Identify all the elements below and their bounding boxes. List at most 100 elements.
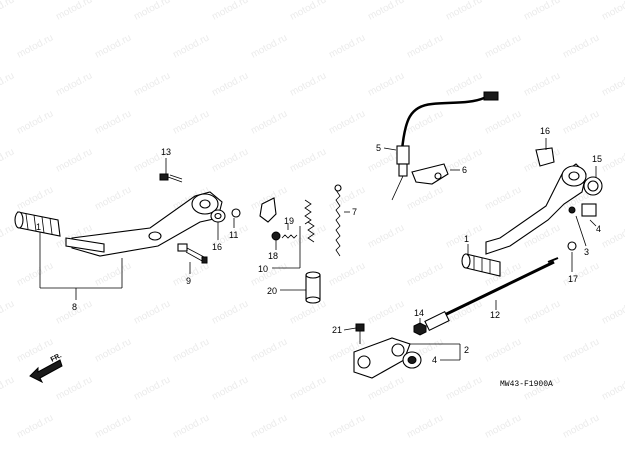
watermark-text: motod.ru — [0, 298, 16, 326]
watermark-text: motod.ru — [132, 374, 172, 402]
watermark-text: motod.ru — [405, 32, 445, 60]
watermark-text: motod.ru — [288, 374, 328, 402]
watermark-text: motod.ru — [171, 32, 211, 60]
collar-20 — [305, 271, 321, 304]
watermark-text: motod.ru — [93, 336, 133, 364]
watermark-text: motod.ru — [327, 412, 367, 440]
watermark-text: motod.ru — [249, 32, 289, 60]
watermark-text: motod.ru — [93, 32, 133, 60]
arrow-left-icon — [29, 359, 63, 384]
callout-13: 13 — [161, 147, 171, 157]
watermark-text: motod.ru — [483, 108, 523, 136]
watermark-text: motod.ru — [93, 184, 133, 212]
watermark-text: motod.ru — [54, 70, 94, 98]
watermark-text: motod.ru — [522, 298, 562, 326]
watermark-text: motod.ru — [15, 32, 55, 60]
watermark-text: motod.ru — [171, 260, 211, 288]
watermark-text: motod.ru — [171, 412, 211, 440]
watermark-text: motod.ru — [0, 374, 16, 402]
watermark-text: motod.ru — [405, 184, 445, 212]
callout-1: 1 — [36, 222, 41, 232]
watermark-text: motod.ru — [327, 32, 367, 60]
pivot-bolt-9 — [177, 243, 208, 264]
watermark-text: motod.ru — [171, 108, 211, 136]
callout-18: 18 — [268, 251, 278, 261]
brake-switch-assembly — [391, 91, 499, 201]
watermark-text: motod.ru — [0, 222, 16, 250]
rod-joint-2 — [353, 337, 411, 379]
watermark-text: motod.ru — [327, 184, 367, 212]
watermark-text: motod.ru — [15, 412, 55, 440]
shift-pedal-assembly — [14, 173, 241, 264]
switch-wire — [400, 96, 485, 151]
callout-16: 16 — [212, 242, 222, 252]
watermark-text: motod.ru — [132, 0, 172, 23]
brake-pedal-rubber — [461, 253, 501, 277]
callout-11: 11 — [229, 230, 238, 240]
callout-10: 10 — [258, 264, 268, 274]
watermark-text: motod.ru — [210, 0, 250, 23]
watermark-text: motod.ru — [561, 108, 601, 136]
brake-rod-12 — [424, 257, 559, 332]
watermark-text: motod.ru — [600, 374, 625, 402]
callout-7: 7 — [352, 207, 357, 217]
callout-5: 5 — [376, 143, 381, 153]
callout-16-right: 16 — [540, 126, 550, 136]
brake-pedal-assembly — [353, 147, 603, 379]
watermark-text: motod.ru — [561, 336, 601, 364]
watermark-text: motod.ru — [405, 260, 445, 288]
watermark-text: motod.ru — [366, 298, 406, 326]
watermark-text: motod.ru — [210, 70, 250, 98]
watermark-text: motod.ru — [366, 70, 406, 98]
watermark-text: motod.ru — [405, 412, 445, 440]
leader-lines — [39, 138, 597, 361]
watermark-text: motod.ru — [249, 108, 289, 136]
watermark-text: motod.ru — [327, 260, 367, 288]
watermark-text: motod.ru — [15, 260, 55, 288]
watermark-text: motod.ru — [444, 374, 484, 402]
watermark-text: motod.ru — [600, 146, 625, 174]
switch-connector — [483, 91, 499, 101]
watermark-text: motod.ru — [366, 222, 406, 250]
watermark-text: motod.ru — [522, 0, 562, 23]
cotter-3 — [568, 206, 576, 214]
spring-7 — [335, 189, 341, 257]
diagram-code: MW43-F1900A — [500, 380, 553, 389]
link-18 — [259, 197, 277, 223]
callout-14: 14 — [414, 308, 424, 318]
spring-19 — [281, 234, 298, 239]
watermark-text: motod.ru — [444, 70, 484, 98]
watermark-text: motod.ru — [15, 184, 55, 212]
callout-8: 8 — [72, 302, 77, 312]
watermark-text: motod.ru — [444, 0, 484, 23]
spring-parts — [259, 184, 342, 304]
circlip-11 — [231, 208, 241, 218]
callout-19: 19 — [284, 216, 294, 226]
washer-16-right — [535, 147, 555, 167]
watermark-text: motod.ru — [366, 374, 406, 402]
watermark-text: motod.ru — [249, 336, 289, 364]
watermark-text: motod.ru — [288, 146, 328, 174]
watermark-text: motod.ru — [15, 336, 55, 364]
watermark-text: motod.ru — [288, 0, 328, 23]
callout-20: 20 — [267, 286, 277, 296]
callout-labels: 13 1 8 16 11 9 18 19 10 20 7 5 6 16 15 4… — [36, 126, 602, 365]
watermark-text: motod.ru — [600, 298, 625, 326]
pedal-pivot-hole — [199, 199, 211, 209]
front-direction-arrow: FR. — [29, 352, 63, 384]
callout-17: 17 — [568, 274, 578, 284]
callout-6: 6 — [462, 165, 467, 175]
watermark-text: motod.ru — [366, 0, 406, 23]
brake-switch-5 — [391, 145, 410, 201]
spring-10 — [304, 199, 315, 243]
pedal-link-hole — [148, 231, 162, 241]
watermark-text: motod.ru — [483, 184, 523, 212]
callout-4-bottom: 4 — [432, 355, 437, 365]
watermark-text: motod.ru — [483, 412, 523, 440]
pedal-peg-shaft — [65, 237, 105, 253]
fr-label: FR. — [50, 352, 63, 364]
pin-4 — [581, 203, 597, 217]
callout-1-right: 1 — [464, 234, 469, 244]
watermark-text: motod.ru — [54, 146, 94, 174]
watermark-text: motod.ru — [600, 222, 625, 250]
